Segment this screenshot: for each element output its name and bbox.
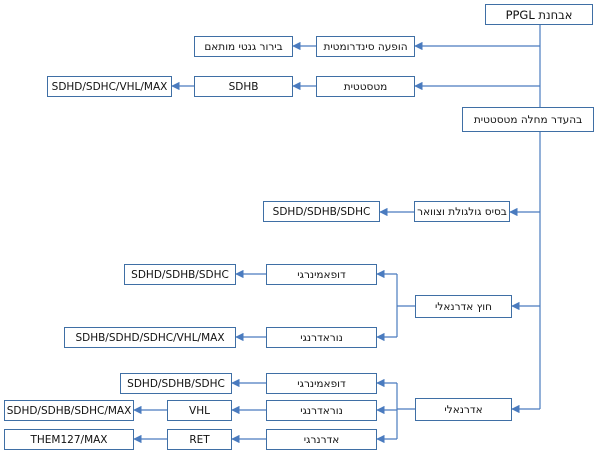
genetic-test-node: בירור גנטי מותאם — [194, 36, 293, 57]
root-node: אבחנת PPGL — [485, 4, 593, 25]
ea-dopaminergic-genes-node: SDHD/SDHB/SDHC — [124, 264, 236, 285]
ad-adrenergic-genes-node: THEM127/MAX — [4, 429, 134, 450]
ad-dopaminergic-node: דופאמינרגי — [266, 373, 377, 394]
ea-noradrenergic-node: נוראדרנגי — [266, 327, 377, 348]
no-metastatic-node: בהעדר מחלה מטסטטית — [462, 107, 594, 132]
ea-noradrenergic-genes-node: SDHB/SDHD/SDHC/VHL/MAX — [64, 327, 236, 348]
ea-dopaminergic-node: דופאמינרגי — [266, 264, 377, 285]
ad-noradrenergic-node: נוראדרנגי — [266, 400, 377, 421]
sdhb-node: SDHB — [194, 76, 293, 97]
skull-neck-genes-node: SDHD/SDHB/SDHC — [263, 201, 380, 222]
ad-noradrenergic-genes-node: SDHD/SDHB/SDHC/MAX — [4, 400, 134, 421]
syndromic-node: הופעה סינדרומטית — [316, 36, 415, 57]
ad-dopaminergic-genes-node: SDHD/SDHB/SDHC — [120, 373, 232, 394]
extra-adrenal-node: חוץ אדרנאלי — [415, 295, 512, 318]
metastatic-node: מטסטטית — [316, 76, 415, 97]
ad-adrenergic-node: אדרנרגי — [266, 429, 377, 450]
ret-node: RET — [167, 429, 232, 450]
vhl-node: VHL — [167, 400, 232, 421]
adrenal-node: אדרנאלי — [415, 398, 512, 421]
skull-neck-node: בסיס גולגולת וצוואר — [414, 201, 510, 222]
metastatic-genes-node: SDHD/SDHC/VHL/MAX — [47, 76, 172, 97]
